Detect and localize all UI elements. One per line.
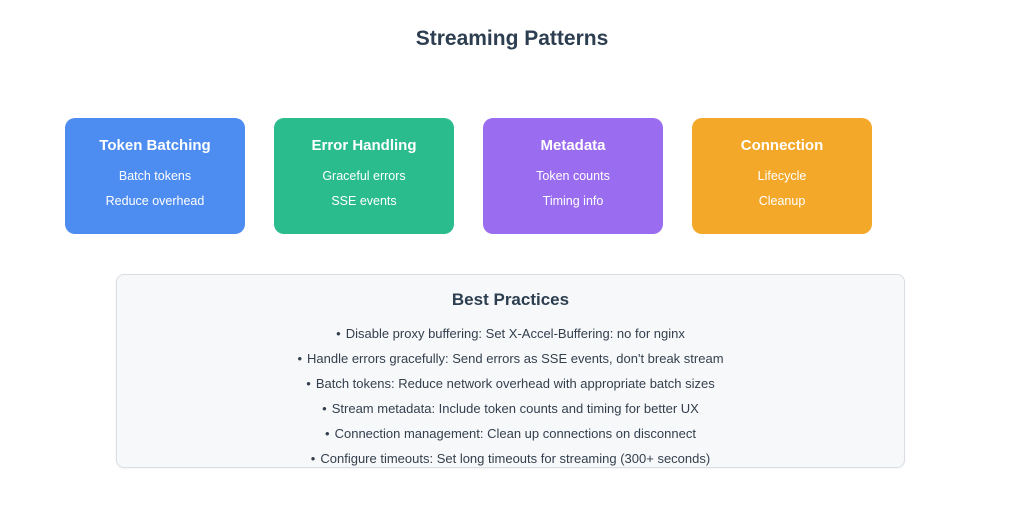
list-item-text: Batch tokens: Reduce network overhead wi… (315, 376, 715, 391)
best-practices-panel: Best Practices • Disable proxy buffering:… (116, 274, 905, 468)
card-line: Graceful errors (322, 169, 406, 183)
best-practices-title: Best Practices (451, 290, 570, 309)
card-title: Error Handling (311, 137, 417, 154)
card-line: Reduce overhead (105, 194, 205, 208)
list-item: • Stream metadata: Include token counts a… (117, 396, 904, 421)
card-connection: Connection Lifecycle Cleanup (692, 118, 872, 234)
card-line: Lifecycle (757, 169, 807, 183)
pattern-cards-row: Token Batching Batch tokens Reduce overh… (65, 118, 872, 234)
list-item-text: Disable proxy buffering: Set X-Accel-Buf… (345, 326, 685, 341)
card-line: Batch tokens (118, 169, 192, 183)
bullet-icon: • (306, 376, 311, 391)
list-item: • Disable proxy buffering: Set X-Accel-Bu… (117, 321, 904, 346)
card-title: Metadata (540, 137, 606, 154)
list-item-text: Configure timeouts: Set long timeouts fo… (320, 451, 711, 466)
best-practices-list: • Disable proxy buffering: Set X-Accel-Bu… (117, 321, 904, 471)
bullet-icon: • (310, 451, 316, 466)
card-line: Cleanup (758, 194, 806, 208)
card-title: Token Batching (99, 137, 211, 154)
list-item: • Connection management: Clean up connect… (117, 421, 904, 446)
card-line: Token counts (536, 169, 610, 183)
card-metadata: Metadata Token counts Timing info (483, 118, 663, 234)
list-item: • Batch tokens: Reduce network overhead w… (117, 371, 904, 396)
list-item: • Configure timeouts: Set long timeouts f… (117, 446, 904, 471)
bullet-icon: • (325, 426, 330, 441)
list-item-text: Stream metadata: Include token counts an… (331, 401, 699, 416)
card-token-batching: Token Batching Batch tokens Reduce overh… (65, 118, 245, 234)
card-line: SSE events (331, 194, 397, 208)
card-line: Timing info (542, 194, 604, 208)
page-title: Streaming Patterns (415, 27, 609, 50)
bullet-icon: • (336, 326, 341, 341)
bullet-icon: • (297, 351, 303, 366)
list-item-text: Handle errors gracefully: Send errors as… (307, 351, 724, 366)
bullet-icon: • (322, 401, 327, 416)
list-item-text: Connection management: Clean up connecti… (334, 426, 696, 441)
list-item: • Handle errors gracefully: Send errors a… (117, 346, 904, 371)
card-error-handling: Error Handling Graceful errors SSE event… (274, 118, 454, 234)
card-title: Connection (740, 137, 824, 154)
